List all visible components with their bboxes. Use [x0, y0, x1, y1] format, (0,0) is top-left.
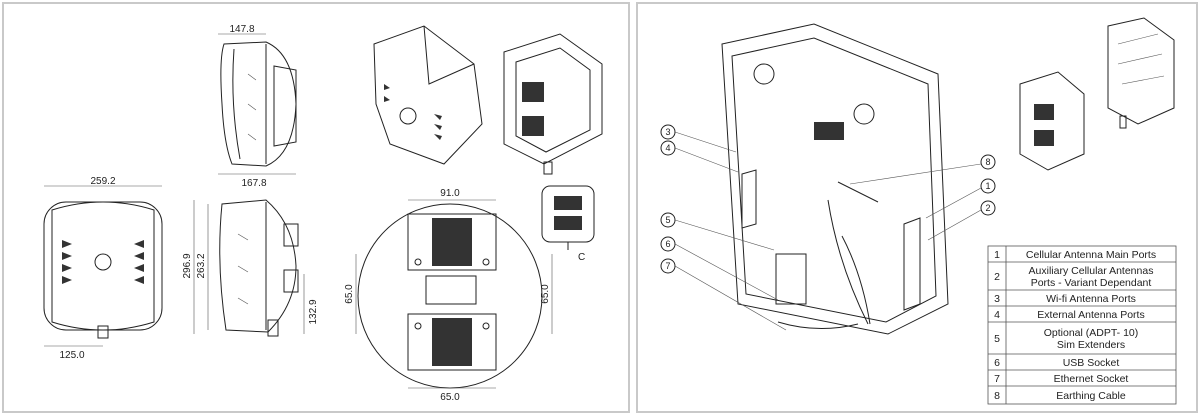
small-unit-open: [1107, 17, 1175, 129]
legend-num: 7: [994, 373, 1000, 385]
svg-text:7: 7: [665, 261, 670, 271]
isometric-view-back: [503, 33, 603, 175]
side-view: [219, 199, 299, 337]
legend-text-line2: Ports - Variant Dependant: [1031, 277, 1152, 289]
svg-text:1: 1: [985, 181, 990, 191]
legend-num: 8: [994, 390, 1000, 402]
legend-num: 5: [994, 333, 1000, 345]
svg-text:8: 8: [985, 157, 990, 167]
legend-num: 2: [994, 271, 1000, 283]
mounting-bracket-view: [357, 203, 543, 389]
legend-text: Cellular Antenna Main Ports: [1026, 249, 1156, 261]
legend-text: Ethernet Socket: [1054, 373, 1129, 385]
callout-6: 6: [660, 236, 779, 301]
svg-text:3: 3: [665, 127, 670, 137]
callout-4: 4: [660, 140, 739, 173]
top-side-view: [220, 41, 297, 167]
main-unit-back: [721, 23, 949, 335]
dimension-drawing: 147.8 167.8 259.2 125.0 296.9 263.2 132.…: [43, 24, 603, 403]
dim-bracket-right: 65.0: [540, 284, 551, 304]
legend-text: External Antenna Ports: [1037, 309, 1144, 321]
callout-7: 7: [660, 258, 787, 331]
callout-8: 8: [849, 154, 996, 185]
dim-top-width: 147.8: [229, 24, 254, 35]
dim-height-outer: 296.9: [182, 253, 193, 278]
dim-mid-width: 167.8: [241, 178, 266, 189]
dim-bracket-left: 65.0: [344, 284, 355, 304]
dim-bracket-bottom: 65.0: [440, 392, 460, 403]
detail-c-view: [541, 185, 595, 250]
isometric-view-front: [373, 25, 483, 165]
dim-bracket-top: 91.0: [440, 188, 460, 199]
legend-num: 3: [994, 293, 1000, 305]
svg-text:6: 6: [665, 239, 670, 249]
legend-text: Optional (ADPT- 10): [1044, 327, 1139, 339]
callout-3: 3: [660, 124, 737, 153]
cables: [775, 181, 879, 329]
detail-c-label: C: [578, 252, 585, 263]
legend-num: 4: [994, 309, 1000, 321]
callout-1: 1: [925, 178, 996, 219]
legend-num: 1: [994, 249, 1000, 261]
front-view: [43, 201, 163, 339]
legend-text: Auxiliary Cellular Antennas: [1029, 265, 1154, 277]
legend-table: 1 Cellular Antenna Main Ports 2 Auxiliar…: [987, 245, 1177, 405]
ports-diagram: 3 4 5 6 7 8 1 2: [660, 17, 1177, 405]
legend-text: Wi-fi Antenna Ports: [1046, 293, 1136, 305]
svg-text:4: 4: [665, 143, 670, 153]
small-unit-front: [1019, 71, 1085, 171]
legend-text: USB Socket: [1063, 357, 1120, 369]
callout-2: 2: [927, 200, 996, 241]
legend-text-line2: Sim Extenders: [1057, 339, 1125, 351]
callout-5: 5: [660, 212, 775, 251]
legend-text: Earthing Cable: [1056, 390, 1126, 402]
dim-front-width: 259.2: [90, 176, 115, 187]
svg-text:5: 5: [665, 215, 670, 225]
ports-diagram-panel: 3 4 5 6 7 8 1 2: [636, 2, 1198, 413]
dimension-drawing-panel: 147.8 167.8 259.2 125.0 296.9 263.2 132.…: [2, 2, 630, 413]
dim-connector-height: 132.9: [308, 299, 319, 324]
legend-num: 6: [994, 357, 1000, 369]
dim-height-inner: 263.2: [196, 253, 207, 278]
svg-text:2: 2: [985, 203, 990, 213]
dim-bottom-offset: 125.0: [59, 350, 84, 361]
